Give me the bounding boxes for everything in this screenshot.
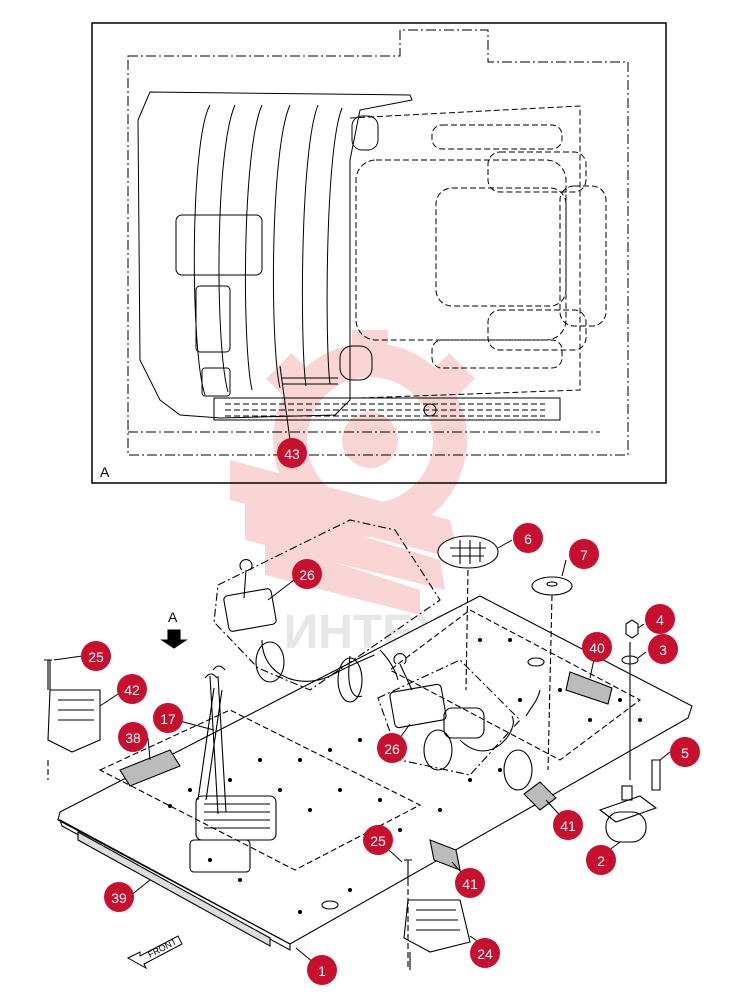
callout-number: 5 bbox=[681, 745, 689, 761]
callout-number: 25 bbox=[370, 833, 386, 849]
callout-25: 25 bbox=[81, 641, 111, 671]
callout-38: 38 bbox=[118, 722, 148, 752]
callout-number: 42 bbox=[124, 682, 140, 698]
callout-24: 24 bbox=[470, 938, 500, 968]
callout-circle bbox=[553, 810, 583, 840]
callout-26: 26 bbox=[292, 559, 322, 589]
callout-number: 39 bbox=[111, 890, 127, 906]
callout-42: 42 bbox=[117, 674, 147, 704]
callout-circle bbox=[363, 825, 393, 855]
leader-43 bbox=[279, 365, 291, 441]
callout-number: 26 bbox=[299, 567, 315, 583]
callout-number: 38 bbox=[125, 730, 141, 746]
callout-1: 1 bbox=[307, 955, 337, 985]
callout-3: 3 bbox=[648, 634, 678, 664]
callout-41: 41 bbox=[455, 868, 485, 898]
callout-number: 41 bbox=[462, 876, 478, 892]
callout-5: 5 bbox=[670, 737, 700, 767]
callout-circle bbox=[582, 632, 612, 662]
callout-39: 39 bbox=[104, 882, 134, 912]
callout-number: 1 bbox=[318, 963, 326, 979]
callout-number: 4 bbox=[656, 612, 664, 628]
callout-number: 7 bbox=[580, 547, 588, 563]
callout-26: 26 bbox=[377, 733, 407, 763]
view-arrow-label: A bbox=[168, 609, 178, 625]
callout-7: 7 bbox=[569, 539, 599, 569]
callout-4: 4 bbox=[645, 604, 675, 634]
callout-circle bbox=[586, 845, 616, 875]
callout-number: 25 bbox=[88, 649, 104, 665]
watermark-logo bbox=[230, 330, 475, 615]
floor-plate-drawing bbox=[44, 519, 693, 970]
callout-circle bbox=[648, 634, 678, 664]
callout-17: 17 bbox=[153, 703, 183, 733]
callout-number: 43 bbox=[284, 446, 300, 462]
callout-circle bbox=[307, 955, 337, 985]
callout-circle bbox=[81, 641, 111, 671]
top-view-drawing bbox=[127, 29, 629, 456]
callout-circle bbox=[569, 539, 599, 569]
callout-circle bbox=[377, 733, 407, 763]
callout-number: 24 bbox=[477, 946, 493, 962]
callout-circle bbox=[645, 604, 675, 634]
callout-number: 40 bbox=[589, 640, 605, 656]
callout-number: 17 bbox=[160, 711, 176, 727]
callout-circle bbox=[513, 523, 543, 553]
callout-circle bbox=[153, 703, 183, 733]
callout-number: 26 bbox=[384, 741, 400, 757]
callout-number: 6 bbox=[524, 531, 532, 547]
callout-43: 43 bbox=[277, 438, 307, 468]
callout-circle bbox=[117, 674, 147, 704]
inset-frame bbox=[91, 22, 667, 484]
callout-circle bbox=[104, 882, 134, 912]
callout-circle bbox=[118, 722, 148, 752]
callout-number: 2 bbox=[597, 853, 605, 869]
callout-circle bbox=[277, 438, 307, 468]
callout-40: 40 bbox=[582, 632, 612, 662]
front-direction-arrow: FRONT bbox=[126, 935, 183, 970]
callout-circle bbox=[455, 868, 485, 898]
callout-2: 2 bbox=[586, 845, 616, 875]
callout-circle bbox=[292, 559, 322, 589]
callout-number: 3 bbox=[659, 642, 667, 658]
inset-label: A bbox=[100, 464, 110, 480]
callout-number: 41 bbox=[560, 818, 576, 834]
callout-25: 25 bbox=[363, 825, 393, 855]
callout-6: 6 bbox=[513, 523, 543, 553]
callout-41: 41 bbox=[553, 810, 583, 840]
callout-circle bbox=[670, 737, 700, 767]
callout-circle bbox=[470, 938, 500, 968]
